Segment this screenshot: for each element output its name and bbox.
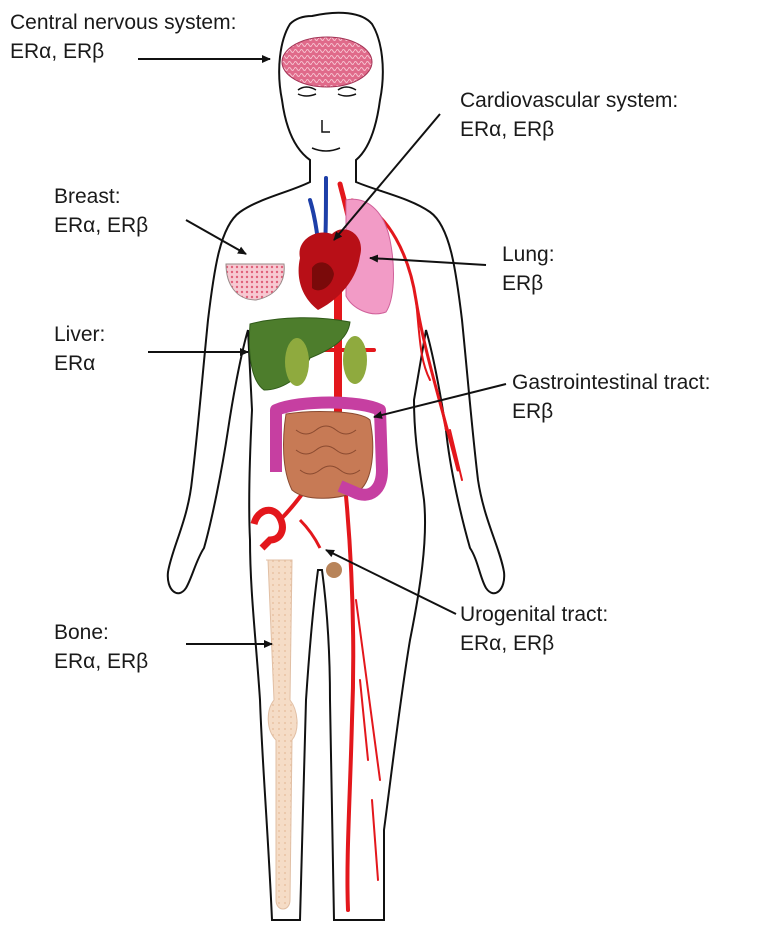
label-breast-name: Breast: (54, 182, 148, 211)
label-lung-receptors: ERβ (502, 269, 555, 298)
bladder-icon (326, 562, 342, 578)
label-bone-receptors: ERα, ERβ (54, 647, 148, 676)
label-urogenital-tract: Urogenital tract: ERα, ERβ (460, 600, 608, 658)
label-lung: Lung: ERβ (502, 240, 555, 298)
label-liver-receptors: ERα (54, 349, 105, 378)
label-bone-name: Bone: (54, 618, 148, 647)
label-gastrointestinal-tract: Gastrointestinal tract: ERβ (512, 368, 710, 426)
brain-icon (282, 37, 372, 87)
label-gi-receptors: ERβ (512, 397, 710, 426)
kidney-left-icon (285, 338, 309, 386)
label-lung-name: Lung: (502, 240, 555, 269)
label-cardio-receptors: ERα, ERβ (460, 115, 678, 144)
label-liver-name: Liver: (54, 320, 105, 349)
label-liver: Liver: ERα (54, 320, 105, 378)
label-cardio-name: Cardiovascular system: (460, 86, 678, 115)
label-bone: Bone: ERα, ERβ (54, 618, 148, 676)
label-urogenital-name: Urogenital tract: (460, 600, 608, 629)
label-breast-receptors: ERα, ERβ (54, 211, 148, 240)
label-cardiovascular-system: Cardiovascular system: ERα, ERβ (460, 86, 678, 144)
label-cns-receptors: ERα, ERβ (10, 37, 236, 66)
label-cns-name: Central nervous system: (10, 8, 236, 37)
label-central-nervous-system: Central nervous system: ERα, ERβ (10, 8, 236, 66)
label-urogenital-receptors: ERα, ERβ (460, 629, 608, 658)
label-gi-name: Gastrointestinal tract: (512, 368, 710, 397)
intestine-icon (284, 412, 373, 499)
kidney-right-icon (343, 336, 367, 384)
label-breast: Breast: ERα, ERβ (54, 182, 148, 240)
